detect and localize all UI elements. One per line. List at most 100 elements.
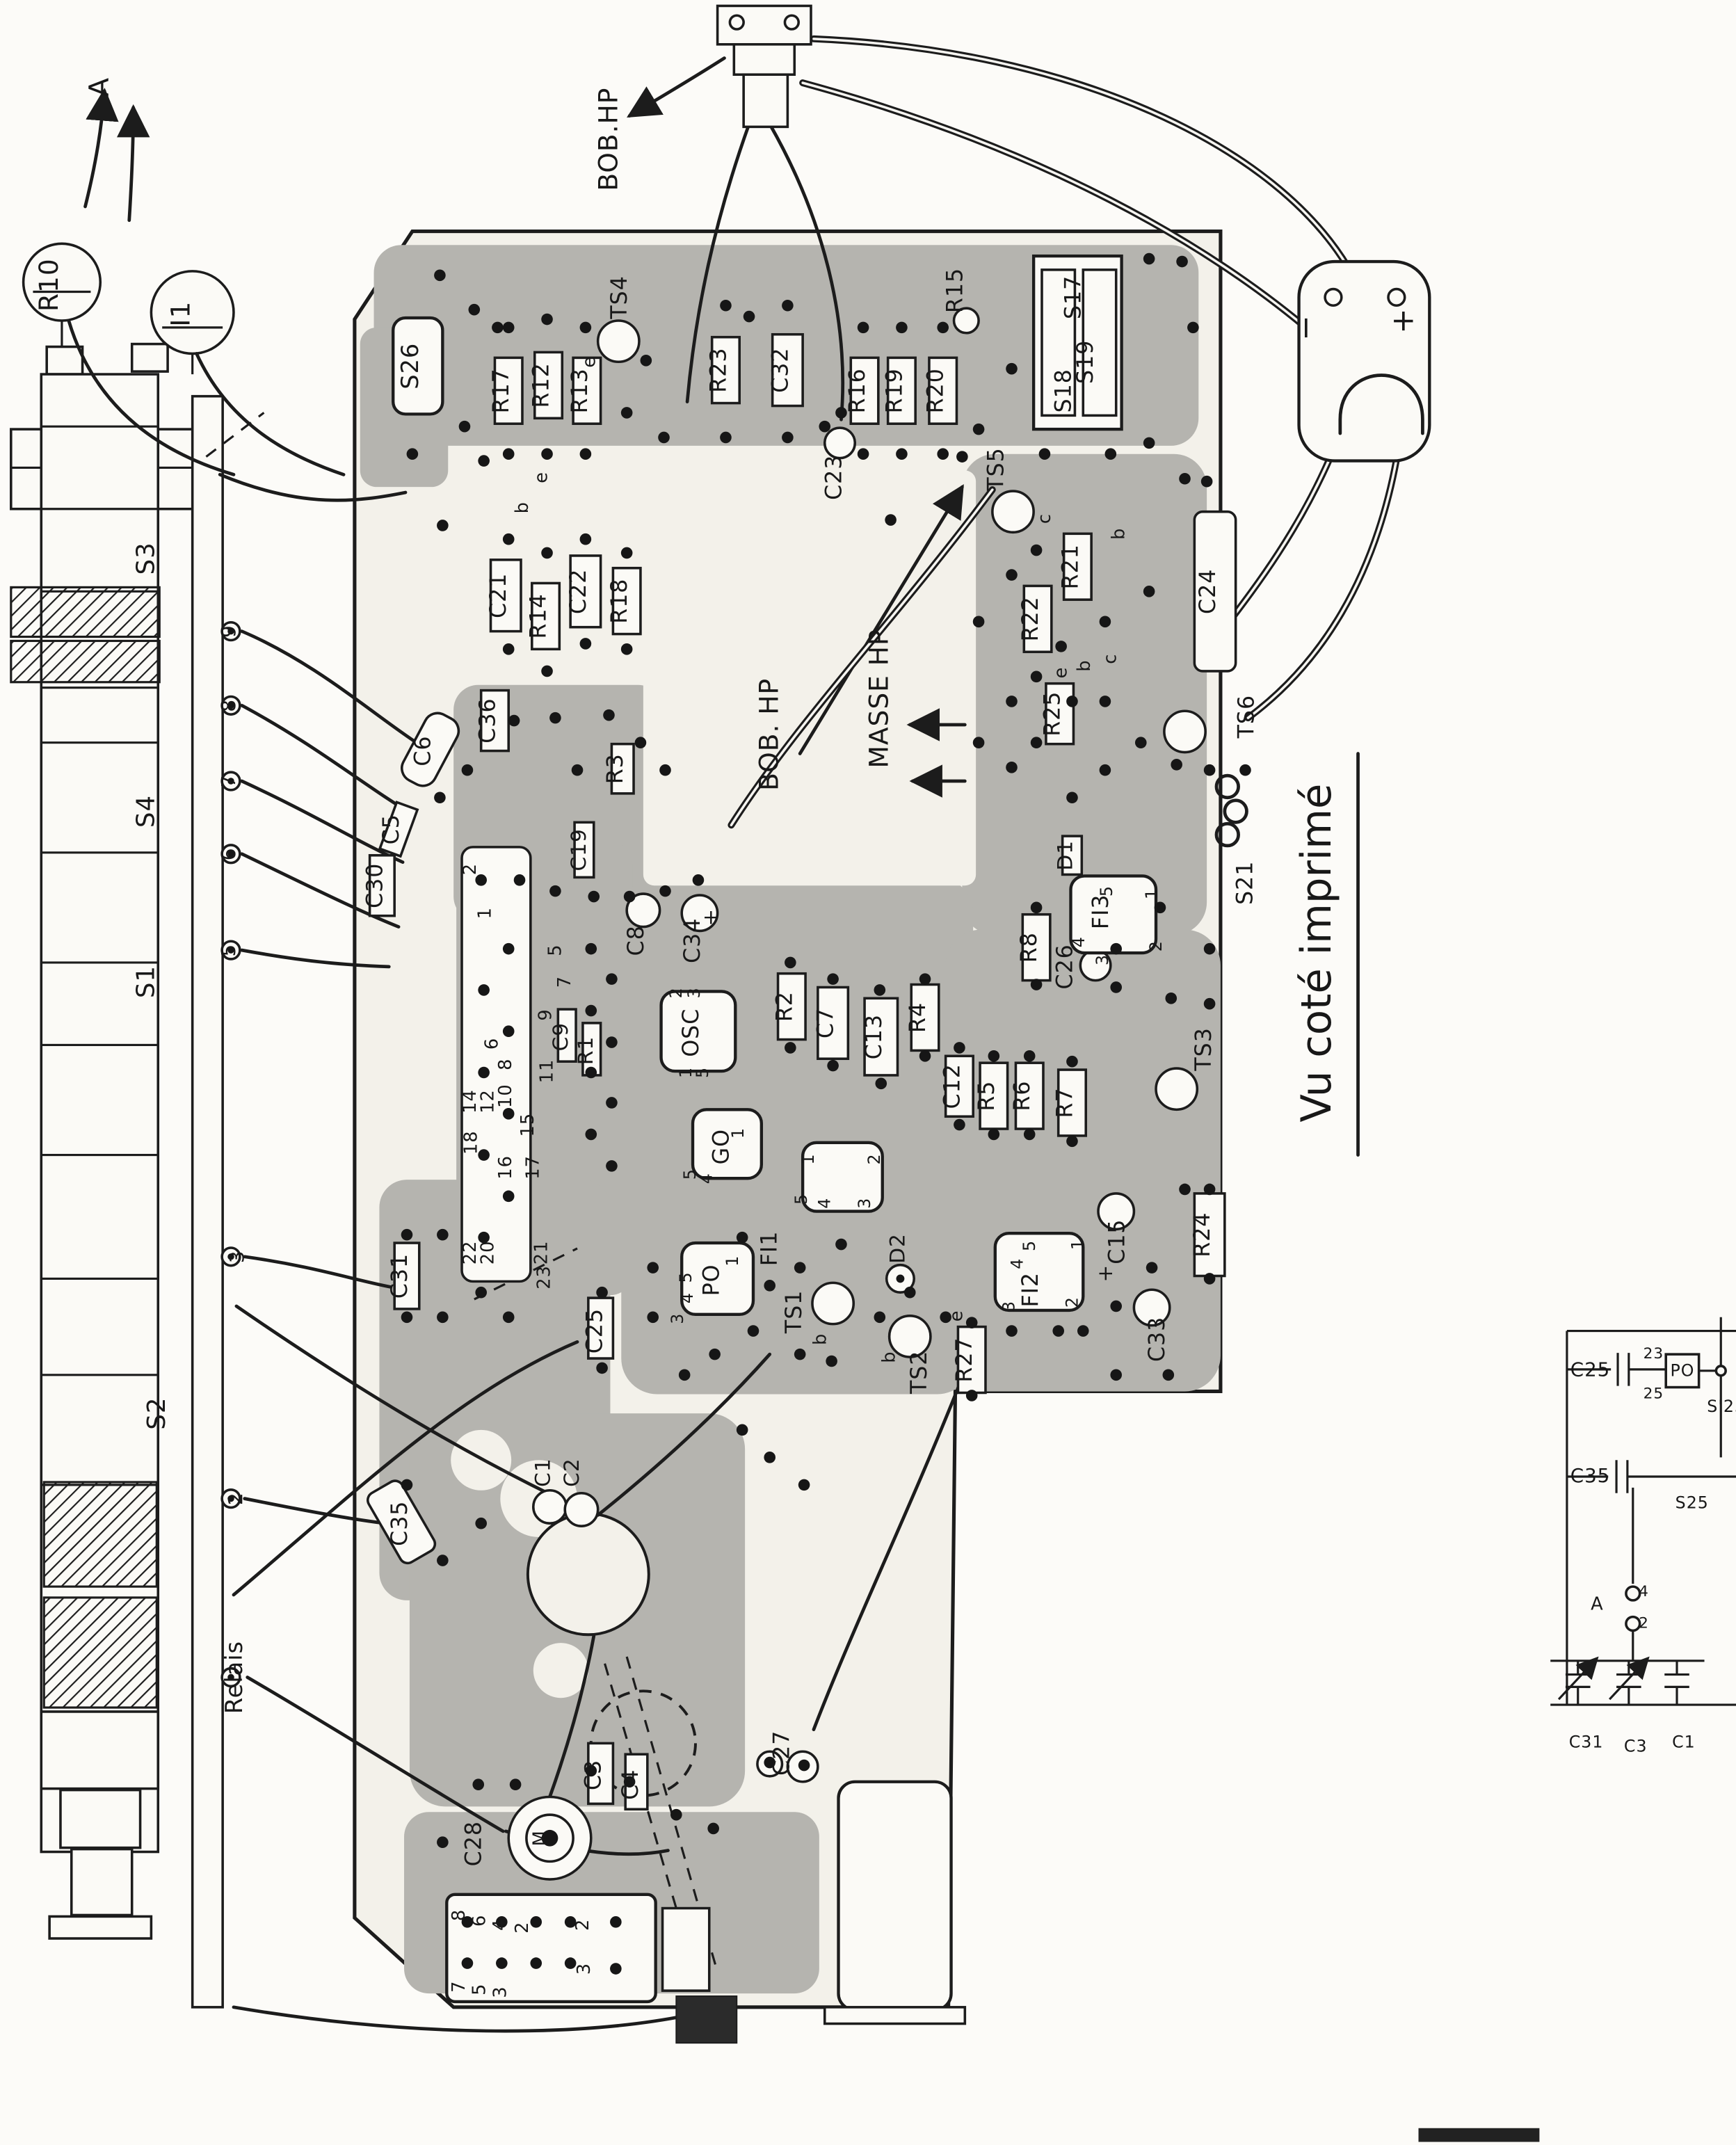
label-3: 3 <box>1093 954 1112 965</box>
label-r14: R14 <box>527 593 552 638</box>
solder-pad <box>502 321 515 334</box>
component-C1 <box>532 1489 568 1525</box>
component-R6 <box>1014 1061 1045 1130</box>
label-fi3: FI3 <box>1088 894 1114 929</box>
solder-pad <box>1099 616 1111 628</box>
solder-pad <box>1110 942 1123 955</box>
component-R25 <box>1045 682 1075 746</box>
label-12: 12 <box>477 1089 498 1114</box>
label-18: 18 <box>461 1130 482 1155</box>
solder-pad <box>472 1778 485 1790</box>
component-C13 <box>863 997 899 1077</box>
solder-pad <box>1154 901 1166 914</box>
component-TS6 <box>1163 709 1207 754</box>
label-c28: C28 <box>462 1821 487 1866</box>
solder-pad <box>827 973 839 985</box>
solder-pad <box>478 984 490 996</box>
label-r7: R7 <box>1052 1087 1077 1118</box>
solder-pad <box>658 431 670 444</box>
label-7: 7 <box>554 976 575 988</box>
component-R14 <box>531 581 561 651</box>
label-c7: C7 <box>814 1008 839 1038</box>
label-e: e <box>579 356 600 368</box>
fragment-PO-box <box>1664 1353 1701 1389</box>
solder-pad <box>785 1042 796 1054</box>
solder-pad <box>502 1025 515 1038</box>
label-bobhp: BOB. HP <box>754 678 785 791</box>
component-R5 <box>979 1061 1009 1130</box>
components <box>367 4 1431 2044</box>
solder-pad <box>1143 586 1155 597</box>
fragment-terminal-4 <box>1625 1585 1641 1602</box>
label-r1: R1 <box>573 1036 597 1065</box>
coil-winding <box>42 1481 158 1588</box>
label-5: 5 <box>791 1194 811 1205</box>
label-5: 5 <box>693 1067 712 1078</box>
solder-pad <box>596 1362 608 1374</box>
label-b: b <box>810 1333 831 1345</box>
solder-pad <box>585 1004 597 1017</box>
label-1: 1 <box>728 1127 748 1139</box>
solder-pad <box>954 1042 965 1054</box>
label-r4: R4 <box>906 1002 931 1033</box>
component-C8 <box>625 892 661 929</box>
solder-pad <box>437 1554 449 1566</box>
coil-winding <box>42 1596 158 1709</box>
component-C35 <box>367 1479 437 1565</box>
label-c31: C31 <box>387 1253 412 1299</box>
solder-pad <box>502 643 515 655</box>
label-3: 3 <box>225 1251 248 1264</box>
solder-pad <box>496 1957 508 1969</box>
solder-pad <box>475 1286 487 1299</box>
label-14: 14 <box>460 1089 481 1114</box>
solder-pad <box>1006 696 1018 707</box>
label-r22: R22 <box>1018 596 1043 641</box>
label-4: 4 <box>490 1919 511 1931</box>
label-5: 5 <box>676 1271 696 1283</box>
component-R1 <box>581 1022 602 1077</box>
solder-pad <box>606 1160 618 1172</box>
component-TS5 <box>991 490 1035 534</box>
solder-pad <box>670 1808 682 1821</box>
solder-pad <box>827 1059 839 1072</box>
label-r24: R24 <box>1190 1212 1215 1258</box>
label-po: PO <box>1670 1361 1694 1381</box>
wiring <box>67 35 1400 2033</box>
solder-pad <box>620 547 633 559</box>
solder-pad <box>874 984 886 996</box>
solder-pad <box>782 431 794 444</box>
solder-pad <box>956 451 968 463</box>
board-blank-area <box>643 470 976 886</box>
label-c25: C25 <box>583 1308 608 1353</box>
solder-pad <box>475 874 487 886</box>
solder-pad <box>640 355 652 367</box>
solder-pad <box>620 643 633 655</box>
solder-pad <box>508 714 520 727</box>
label-r5: R5 <box>974 1081 999 1111</box>
component-TS4 <box>596 319 641 364</box>
solder-pad <box>1239 764 1251 776</box>
label-osc: OSC <box>679 1009 704 1057</box>
label-c32: C32 <box>768 348 793 393</box>
label-c12: C12 <box>940 1063 965 1109</box>
solder-pad <box>798 1759 810 1772</box>
solder-pad <box>647 1311 659 1324</box>
label-r16: R16 <box>845 368 870 413</box>
solder-pad <box>988 1128 1000 1141</box>
solder-pad <box>988 1050 1000 1062</box>
label-c6: C6 <box>411 735 436 766</box>
solder-pad <box>874 1311 886 1324</box>
label-r27: R27 <box>952 1337 977 1382</box>
component-FI1 <box>801 1141 884 1213</box>
label-5: 5 <box>545 944 565 956</box>
label-r19: R19 <box>882 368 907 413</box>
solder-pad <box>478 1149 490 1161</box>
label-1: 1 <box>798 1153 818 1164</box>
label-23: 23 <box>533 1265 554 1290</box>
component-C22 <box>569 554 602 629</box>
label-: + <box>1386 307 1421 333</box>
solder-pad <box>541 547 553 559</box>
solder-pad <box>835 1238 847 1251</box>
label-2: 2 <box>666 987 686 998</box>
label-c27: C27 <box>769 1730 794 1776</box>
